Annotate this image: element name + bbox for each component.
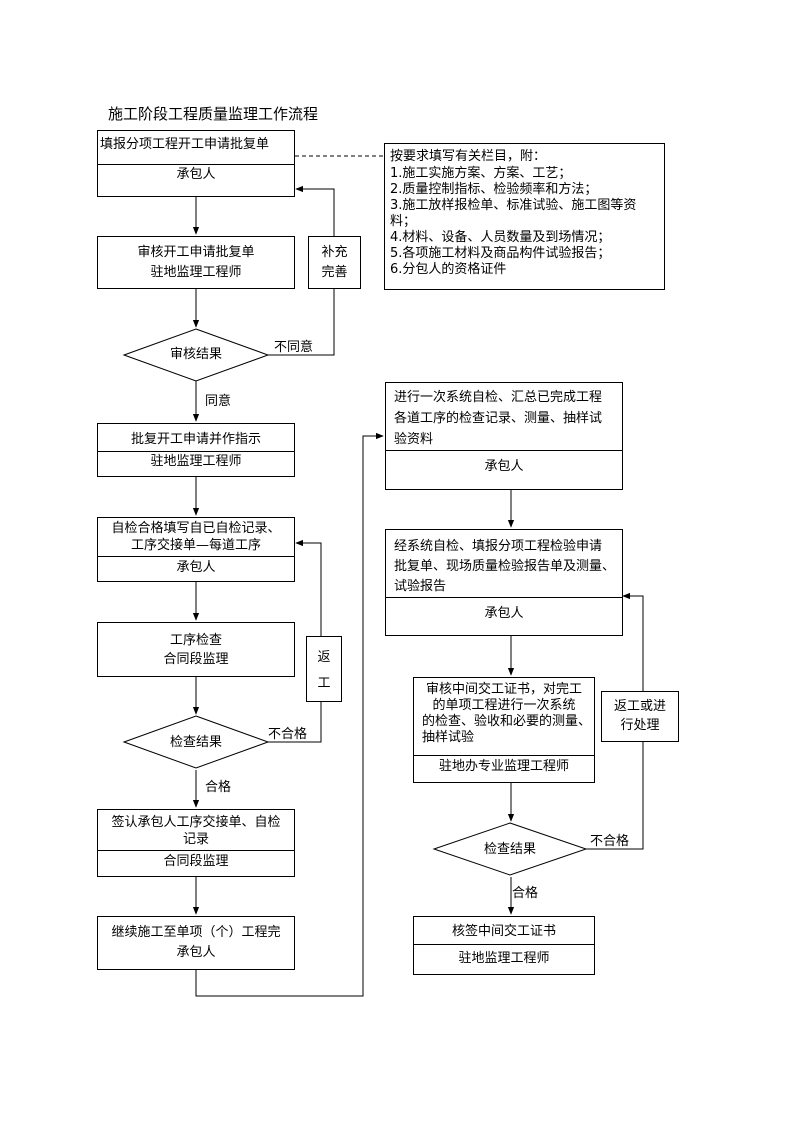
- self-check-box: 自检合格填写自已自检记录、 工序交接单—每道工序 承包人: [97, 517, 295, 582]
- system-check-text-3: 验资料: [394, 432, 434, 447]
- rework-box: 返 工: [306, 636, 342, 702]
- page-title: 施工阶段工程质量监理工作流程: [108, 105, 319, 123]
- fail-label-right: 不合格: [590, 834, 630, 849]
- continue-box: 继续施工至单项（个）工程完 承包人: [97, 916, 295, 970]
- apply-start-role: 承包人: [176, 167, 216, 182]
- inspection-apply-role: 承包人: [484, 606, 524, 621]
- note-line: 料；: [390, 214, 417, 229]
- inspection-apply-text-2: 批复单、现场质量检验报告单及测量、: [394, 559, 616, 574]
- rework-or-handle-box: 返工或进 行处理: [601, 691, 679, 742]
- approve-start-role: 驻地监理工程师: [150, 454, 242, 469]
- rework-text-1: 返: [317, 650, 331, 665]
- note-line: 5.各项施工材料及商品构件试验报告；: [390, 246, 611, 261]
- approve-start-box: 批复开工申请并作指示 驻地监理工程师: [97, 423, 295, 477]
- note-line: 按要求填写有关栏目，附：: [390, 149, 547, 164]
- approve-start-text: 批复开工申请并作指示: [130, 432, 261, 447]
- rework-text-2: 工: [317, 676, 331, 691]
- check-diamond-right-label: 检查结果: [483, 842, 536, 857]
- self-check-text-1: 自检合格填写自已自检记录、: [111, 521, 281, 536]
- process-check-role: 合同段监理: [163, 652, 229, 667]
- review-diamond-label: 审核结果: [169, 347, 222, 362]
- note-line: 3.施工放样报检单、标准试验、施工图等资: [390, 198, 637, 213]
- interim-review-text-3: 的检查、验收和必要的测量、: [422, 714, 592, 729]
- system-check-role: 承包人: [484, 459, 524, 474]
- sign-off-role: 合同段监理: [163, 854, 229, 869]
- interim-review-text-4: 抽样试验: [422, 730, 475, 745]
- certificate-sign-role: 驻地监理工程师: [458, 951, 550, 966]
- certificate-sign-text: 核签中间交工证书: [451, 924, 556, 939]
- interim-review-text-1: 审核中间交工证书，对完工: [425, 682, 582, 697]
- continue-text: 继续施工至单项（个）工程完: [111, 925, 281, 940]
- process-check-text: 工序检查: [169, 633, 222, 648]
- check-diamond-right: [432, 822, 588, 876]
- disagree-label: 不同意: [274, 340, 314, 355]
- review-diamond: [122, 328, 270, 382]
- supplement-text-2: 完善: [321, 265, 348, 280]
- self-check-text-2: 工序交接单—每道工序: [130, 538, 261, 553]
- sign-off-box: 签认承包人工序交接单、自检 记录 合同段监理: [97, 809, 295, 877]
- continue-role: 承包人: [176, 945, 216, 960]
- inspection-apply-text-1: 经系统自检、填报分项工程检验申请: [394, 539, 603, 554]
- system-check-box: 进行一次系统自检、汇总已完成工程 各道工序的检查记录、测量、抽样试 验资料 承包…: [385, 382, 623, 490]
- self-check-role: 承包人: [176, 560, 216, 575]
- system-check-text-2: 各道工序的检查记录、测量、抽样试: [394, 411, 603, 426]
- supplement-text-1: 补充: [321, 245, 348, 260]
- sign-off-text-2: 记录: [182, 832, 209, 847]
- pass-label-right: 合格: [512, 886, 539, 901]
- review-start-box: 审核开工申请批复单 驻地监理工程师: [97, 236, 295, 289]
- process-check-box: 工序检查 合同段监理: [97, 622, 295, 677]
- interim-review-box: 审核中间交工证书，对完工 的单项工程进行一次系统 的检查、验收和必要的测量、 抽…: [413, 677, 595, 783]
- apply-start-text: 填报分项工程开工申请批复单: [100, 137, 270, 152]
- check-diamond-left-label: 检查结果: [169, 735, 222, 750]
- note-line: 6.分包人的资格证件: [390, 262, 507, 277]
- note-line: 1.施工实施方案、方案、工艺；: [390, 166, 572, 181]
- note-line: 4.材料、设备、人员数量及到场情况；: [390, 230, 611, 245]
- supplement-box: 补充 完善: [308, 236, 361, 289]
- rework-or-handle-text-1: 返工或进: [613, 699, 666, 714]
- interim-review-role: 驻地办专业监理工程师: [438, 759, 569, 774]
- sign-off-text-1: 签认承包人工序交接单、自检: [111, 815, 281, 830]
- inspection-apply-text-3: 试验报告: [394, 579, 447, 594]
- check-diamond-left: [122, 715, 270, 769]
- interim-review-text-2: 的单项工程进行一次系统: [432, 698, 576, 713]
- review-start-role: 驻地监理工程师: [150, 265, 242, 280]
- attachment-note: 按要求填写有关栏目，附： 1.施工实施方案、方案、工艺； 2.质量控制指标、检验…: [384, 143, 665, 290]
- fail-label-left: 不合格: [268, 727, 308, 742]
- system-check-text-1: 进行一次系统自检、汇总已完成工程: [394, 390, 603, 405]
- apply-start-box: 填报分项工程开工申请批复单 承包人: [97, 130, 295, 197]
- note-line: 2.质量控制指标、检验频率和方法；: [390, 182, 598, 197]
- review-start-text: 审核开工申请批复单: [137, 245, 255, 260]
- inspection-apply-box: 经系统自检、填报分项工程检验申请 批复单、现场质量检验报告单及测量、 试验报告 …: [385, 529, 623, 636]
- certificate-sign-box: 核签中间交工证书 驻地监理工程师: [413, 916, 595, 975]
- pass-label-left: 合格: [205, 780, 232, 795]
- rework-or-handle-text-2: 行处理: [620, 718, 660, 733]
- agree-label: 同意: [205, 394, 232, 409]
